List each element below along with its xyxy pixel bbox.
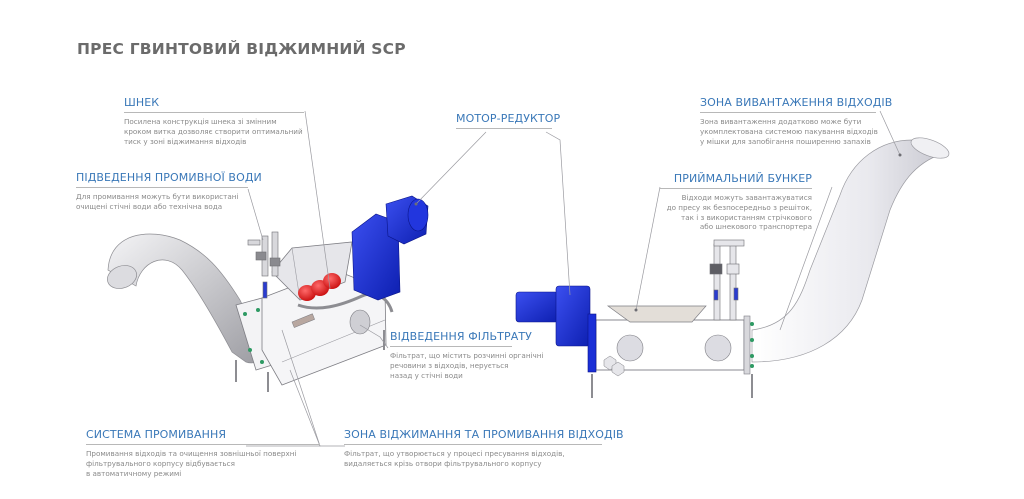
callout-description: Посилена конструкція шнека зі змінним кр… [124,117,303,146]
left-pipe-outlet [107,265,137,289]
callout-heading: ЗОНА ВИВАНТАЖЕННЯ ВІДХОДІВ [700,96,892,113]
callout-washing-system: СИСТЕМА ПРОМИВАННЯ Промивання відходів т… [86,428,320,478]
callout-heading: СИСТЕМА ПРОМИВАННЯ [86,428,320,445]
left-wash-valves [247,231,281,299]
leader-shnek [304,110,331,289]
callout-press-zone: ЗОНА ВІДЖИМАННЯ ТА ПРОМИВАННЯ ВІДХОДІВ Ф… [344,428,624,469]
callout-description: Фільтрат, що утворюється у процесі пресу… [344,449,565,468]
leader-water [247,188,264,241]
leader-press-zone [289,369,345,447]
leader-hopper [635,186,661,311]
callout-description: Відходи можуть завантажуватися до пресу … [666,193,812,232]
left-motor-reducer [351,195,429,301]
right-pipe-outlet [910,137,950,159]
leader-unloading [879,110,901,156]
callout-motor: МОТОР-РЕДУКТОР [456,112,560,129]
callout-heading: ВІДВЕДЕННЯ ФІЛЬТРАТУ [390,330,532,347]
page-title: ПРЕС ГВИНТОВИЙ ВІДЖИМНИЙ SCP [77,40,406,58]
leader-unloading-2 [779,186,833,331]
right-hopper [606,305,707,323]
screw-flight [323,273,341,289]
leader-dot [634,308,638,312]
callout-shnek: ШНЕК Посилена конструкція шнека зі змінн… [124,96,304,146]
right-motor-reducer [515,285,597,373]
left-discharge-pipe [107,233,265,364]
leader-dot [414,202,418,206]
callout-heading: ЗОНА ВІДЖИМАННЯ ТА ПРОМИВАННЯ ВІДХОДІВ [344,428,624,445]
left-press-view [107,195,429,392]
callout-description: Зона вивантаження додатково може бути ук… [700,117,878,146]
callout-hopper: ПРИЙМАЛЬНИЙ БУНКЕР Відходи можуть завант… [660,172,812,232]
leader-motor-right [545,131,571,296]
right-press-view [515,137,950,398]
callout-unloading-zone: ЗОНА ВИВАНТАЖЕННЯ ВІДХОДІВ Зона вивантаж… [700,96,892,146]
callout-description: Для промивання можуть бути використані о… [76,192,239,211]
callout-description: Фільтрат, що містить розчинні органічні … [390,351,544,380]
leader-lines [246,110,901,447]
callout-heading: ПІДВЕДЕННЯ ПРОМИВНОЇ ВОДИ [76,171,262,188]
callout-water-supply: ПІДВЕДЕННЯ ПРОМИВНОЇ ВОДИ Для промивання… [76,171,262,212]
leader-filtrate [359,324,389,349]
leader-motor [415,131,487,205]
callout-heading: ШНЕК [124,96,304,113]
callout-description: Промивання відходів та очищення зовнішнь… [86,449,297,478]
callout-heading: ПРИЙМАЛЬНИЙ БУНКЕР [660,172,812,189]
right-wash-valves [709,239,745,321]
leader-dot [898,153,902,157]
callout-filtrate: ВІДВЕДЕННЯ ФІЛЬТРАТУ Фільтрат, що містит… [390,330,543,380]
callout-heading: МОТОР-РЕДУКТОР [456,112,560,129]
